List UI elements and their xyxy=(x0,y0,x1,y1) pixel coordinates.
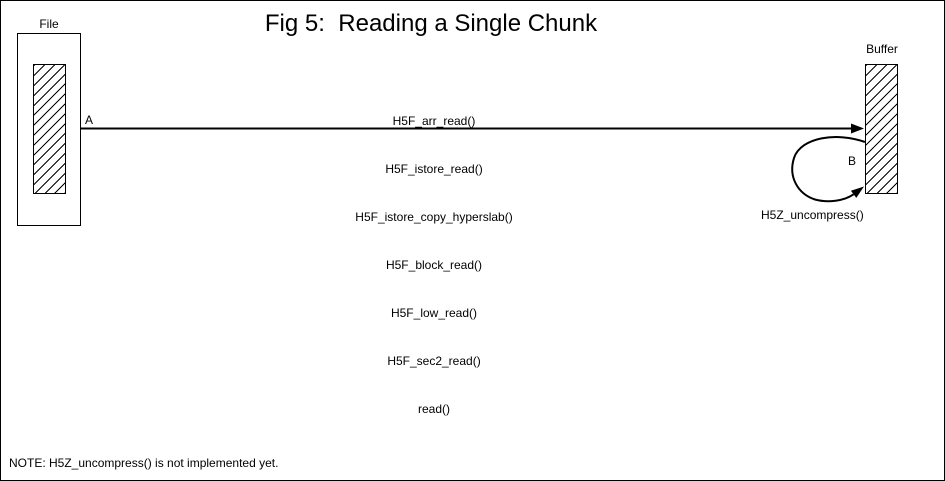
footnote: NOTE: H5Z_uncompress() is not implemente… xyxy=(9,456,279,470)
file-label: File xyxy=(39,17,59,31)
function-call: H5F_block_read() xyxy=(385,258,483,272)
function-call: H5F_istore_copy_hyperslab() xyxy=(355,210,513,224)
arrow-a-label: A xyxy=(85,113,94,127)
file-chunk-hatched-rect xyxy=(33,64,66,194)
arrow-b-label: B xyxy=(848,154,857,168)
figure-title: Fig 5: Reading a Single Chunk xyxy=(264,10,598,37)
function-call: H5F_istore_read() xyxy=(385,162,483,176)
function-call-list: H5F_arr_read() H5F_istore_read() H5F_ist… xyxy=(355,81,512,449)
function-call: read() xyxy=(417,402,450,416)
arrow-b-loop xyxy=(791,136,866,203)
function-call: H5F_low_read() xyxy=(390,306,478,320)
buffer-label: Buffer xyxy=(866,42,898,56)
function-call: H5F_arr_read() xyxy=(392,114,476,128)
function-call: H5F_sec2_read() xyxy=(387,354,481,368)
buffer-chunk-hatched-rect xyxy=(865,64,898,194)
uncompress-function-label: H5Z_uncompress() xyxy=(761,208,864,222)
